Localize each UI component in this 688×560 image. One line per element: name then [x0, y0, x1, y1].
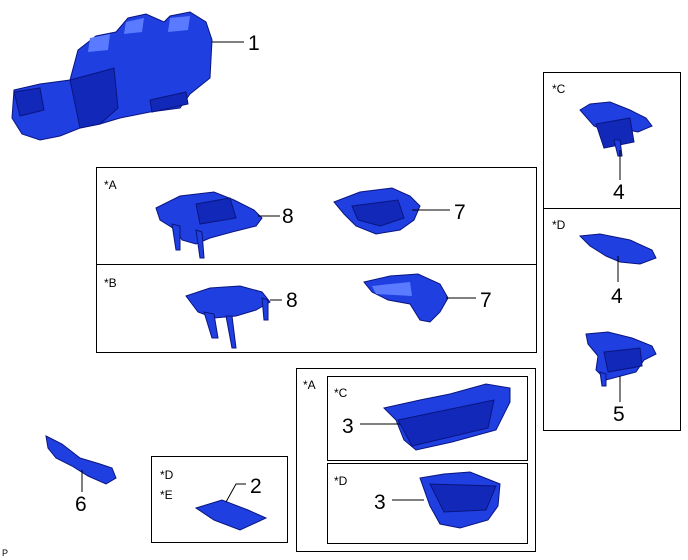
group-c-tag: *C: [552, 82, 566, 96]
callout-mat-2: 2: [250, 475, 262, 498]
footer-code: P: [2, 548, 9, 558]
tray-c-part-3: [383, 383, 511, 451]
group-c-d-frame: [543, 72, 681, 431]
group-a-bottom-c-frame: [327, 376, 528, 461]
tray-d-part-3: [419, 471, 501, 529]
group-a-b-frame: [96, 167, 537, 353]
callout-tray-a: 7: [454, 201, 466, 224]
group-d-tag: *D: [552, 218, 566, 232]
mat-part-2: [194, 499, 268, 531]
rear-seat-part: [11, 11, 213, 141]
group-a-bottom-d-tag: *D: [334, 474, 348, 488]
callout-trim-6: 6: [75, 493, 87, 516]
callout-seat: 1: [248, 32, 260, 55]
group-a-bottom-c-tag: *C: [334, 386, 348, 400]
callout-tray-d-3: 3: [374, 491, 386, 514]
group-a-b-divider: [96, 264, 537, 265]
group-d-e-frame: [151, 456, 288, 543]
tray-b-part: [363, 273, 449, 323]
callout-console-d: 5: [613, 403, 625, 426]
group-d-e-tag-e: *E: [160, 488, 173, 502]
callout-tray-c-3: 3: [342, 415, 354, 438]
group-a-bottom-frame: [296, 368, 536, 552]
callout-armrest-d: 4: [611, 285, 623, 308]
group-d-e-tag-d: *D: [160, 468, 174, 482]
armrest-c-part: [579, 101, 653, 157]
callout-bracket-b: 8: [286, 289, 298, 312]
callout-tray-b: 7: [480, 289, 492, 312]
bracket-a-part: [155, 191, 263, 259]
bracket-b-part: [185, 285, 271, 349]
group-a-bottom-d-frame: [327, 463, 528, 544]
group-b-tag: *B: [104, 276, 117, 290]
console-d-part: [585, 331, 657, 387]
group-a-tag: *A: [104, 178, 117, 192]
callout-armrest-c: 4: [613, 181, 625, 204]
mat-part-2-leader: [225, 483, 246, 503]
trim-part-6: [45, 435, 117, 485]
armrest-d-part: [578, 233, 657, 265]
group-a-bottom-tag: *A: [303, 378, 316, 392]
group-c-d-divider: [543, 208, 681, 209]
callout-bracket-a: 8: [282, 205, 294, 228]
tray-a-part: [333, 187, 421, 235]
